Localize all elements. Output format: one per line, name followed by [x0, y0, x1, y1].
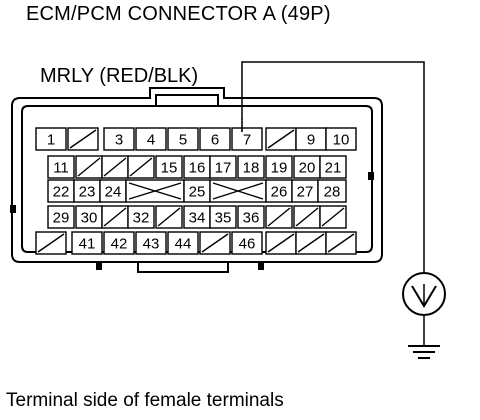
- pin-cell: [209, 205, 237, 229]
- pin-cell: [265, 155, 293, 179]
- pin-cell: [47, 205, 75, 229]
- pin-label: 46: [239, 236, 256, 253]
- pin-label: 19: [271, 160, 288, 177]
- blocked-slot-mark: [103, 157, 127, 177]
- probe-wire: [241, 61, 425, 346]
- pin-cell: [209, 155, 237, 179]
- pin-label: 7: [243, 132, 251, 149]
- pin-label: 22: [53, 184, 70, 201]
- blocked-slot-mark: [69, 129, 97, 149]
- blocked-slot-mark: [103, 207, 127, 227]
- ground-icon: [408, 345, 440, 359]
- blocked-slot-mark: [129, 157, 153, 177]
- caption: Terminal side of female terminals: [6, 390, 284, 411]
- pin-label: 4: [147, 132, 155, 149]
- pin-cell: [135, 231, 167, 255]
- pin-label: 34: [189, 210, 206, 227]
- pin-label: 16: [189, 160, 206, 177]
- pin-label: 41: [79, 236, 96, 253]
- pin-label: 44: [175, 236, 192, 253]
- pin-cell: [35, 127, 67, 151]
- pin-cell: [237, 205, 265, 229]
- blocked-slot-mark: [201, 233, 229, 253]
- pin-label: 17: [215, 160, 232, 177]
- pin-cell: [103, 127, 135, 151]
- pin-label: 10: [333, 132, 350, 149]
- pin-label: 1: [47, 132, 55, 149]
- pin-label: 26: [271, 184, 288, 201]
- pin-label: 30: [81, 210, 98, 227]
- blocked-slot-mark: [37, 233, 65, 253]
- pin-cell: [135, 127, 167, 151]
- pin-cell: [325, 127, 357, 151]
- connector-housing: [11, 87, 383, 273]
- pin-label: 23: [79, 184, 96, 201]
- pin-label: 28: [324, 184, 341, 201]
- pin-cell: [127, 205, 155, 229]
- pin-label: 29: [53, 210, 70, 227]
- pin-label: 21: [325, 160, 342, 177]
- pin-label: 9: [307, 132, 315, 149]
- blocked-slot-mark: [267, 233, 295, 253]
- pin-label: 32: [133, 210, 150, 227]
- pin-label: 18: [243, 160, 260, 177]
- pin-cell: [47, 155, 75, 179]
- pin-cell: [103, 231, 135, 255]
- pin-cell: [199, 127, 231, 151]
- blocked-slot-mark: [267, 207, 291, 227]
- pin-cell: [71, 231, 103, 255]
- pin-label: 6: [211, 132, 219, 149]
- pin-label: 27: [297, 184, 314, 201]
- blocked-slot-mark: [327, 233, 355, 253]
- pin-label: 25: [189, 184, 206, 201]
- pin-label: 11: [53, 160, 69, 177]
- pin-label: 24: [105, 184, 122, 201]
- blocked-slot-mark: [77, 157, 101, 177]
- blocked-slot-mark: [128, 182, 182, 200]
- pin-label: 15: [161, 160, 178, 177]
- pin-label: 43: [143, 236, 160, 253]
- blocked-slot-mark: [297, 233, 325, 253]
- pin-cell: [317, 179, 347, 203]
- pin-label: 36: [243, 210, 260, 227]
- pin-cell: [237, 155, 265, 179]
- pin-cell: [231, 231, 263, 255]
- blocked-slot-mark: [267, 129, 295, 149]
- pin-label: 35: [215, 210, 232, 227]
- pin-label: 3: [115, 132, 123, 149]
- voltmeter-icon: [402, 272, 446, 316]
- diagram-title: ECM/PCM CONNECTOR A (49P): [26, 3, 331, 25]
- blocked-slot-mark: [295, 207, 319, 227]
- blocked-slot-mark: [321, 207, 345, 227]
- pin-cell: [167, 231, 199, 255]
- pin-cell: [167, 127, 199, 151]
- pin-label: 42: [111, 236, 128, 253]
- pin-label: 20: [299, 160, 316, 177]
- pin-cell: [319, 155, 347, 179]
- pin-label: 5: [179, 132, 187, 149]
- blocked-slot-mark: [212, 182, 264, 200]
- pin-cell: [231, 127, 263, 151]
- pin-cell: [155, 155, 183, 179]
- wire-label: MRLY (RED/BLK): [40, 65, 199, 87]
- blocked-slot-mark: [157, 207, 181, 227]
